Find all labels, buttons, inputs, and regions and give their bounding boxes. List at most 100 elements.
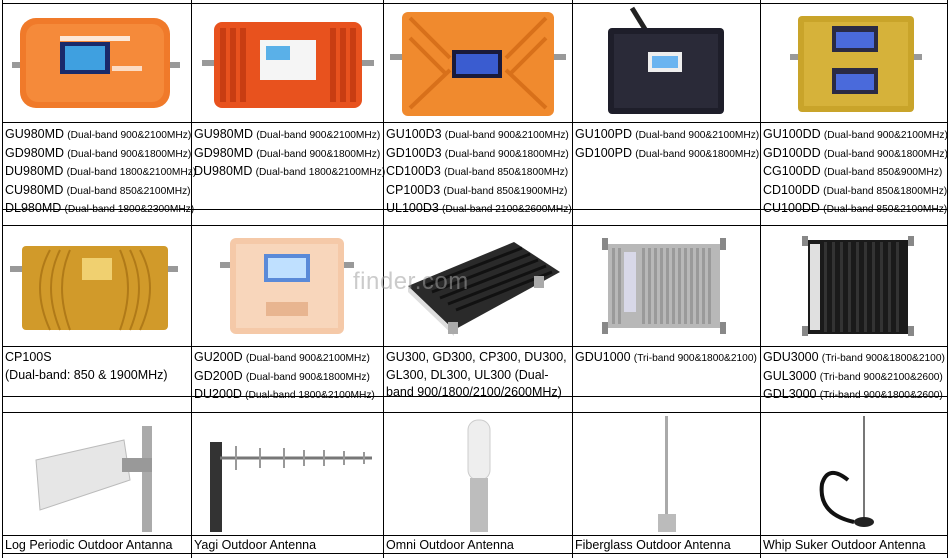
table-border <box>2 0 3 558</box>
table-border <box>2 396 948 397</box>
model-code: GD100DD <box>763 145 821 160</box>
gold-small-repeater-icon <box>10 246 178 331</box>
model-code: CG100DD <box>763 164 821 179</box>
band-description: (Dual-band 2100&2600MHz) <box>442 204 572 216</box>
model-line: CD100D3 (Dual-band 850&1800MHz) <box>386 163 572 182</box>
yagi-antenna-icon <box>210 442 372 532</box>
fiberglass-antenna-icon <box>658 416 676 532</box>
model-line: GD100PD (Dual-band 900&1800MHz) <box>575 145 759 164</box>
model-code: GU100DD <box>763 127 821 141</box>
orange-repeater-icon <box>12 18 180 108</box>
omni-cell: Omni Outdoor Antenna <box>386 537 514 555</box>
model-line: DL980MD (Dual-band 1800&2300MHz) <box>5 200 196 219</box>
band-description: (Dual-band 1800&2300MHz) <box>64 204 195 216</box>
band-description: (Tri-band 900&1800&2100) <box>821 353 945 364</box>
band-description: (Tri-band 900&1800&2100) <box>633 353 757 364</box>
model-code: GU980MD <box>5 127 65 141</box>
model-code: GD980MD <box>5 145 65 160</box>
band-description: (Dual-band 900&2100MHz) <box>635 130 760 141</box>
black-tall-repeater-icon <box>802 236 914 336</box>
gdu3000-cell: GDU3000 (Tri-band 900&1800&2100) GUL3000 … <box>763 349 945 405</box>
model-code: Yagi Outdoor Antenna <box>194 538 317 552</box>
model-line: CP100S <box>5 349 168 367</box>
model-code: GU300, GD300, CP300, DU300, <box>386 350 567 364</box>
model-line: GU100PD (Dual-band 900&2100MHz) <box>575 126 759 145</box>
model-code: UL100D3 <box>386 201 439 216</box>
model-code: GU200D <box>194 350 243 364</box>
table-border <box>191 0 192 558</box>
band-description: (Dual-band 1800&2100MHz) <box>255 167 386 179</box>
model-code: GUL3000 <box>763 368 817 383</box>
model-line: GD200D (Dual-band 900&1800MHz) <box>194 368 375 387</box>
band-description: (Dual-band 1800&2100MHz) <box>66 167 197 179</box>
table-border <box>2 346 948 347</box>
model-code: GDU3000 <box>763 350 819 364</box>
model-line: UL100D3 (Dual-band 2100&2600MHz) <box>386 200 572 219</box>
table-border <box>2 209 948 210</box>
band-description: (Dual-band 850&1800MHz) <box>444 167 569 179</box>
band-description: (Dual-band 900&1800MHz) <box>256 148 381 160</box>
model-code: CU980MD <box>5 182 64 197</box>
model-line: GUL3000 (Tri-band 900&2100&2600) <box>763 368 945 387</box>
model-code: (Dual-band: 850 & 1900MHz) <box>5 367 168 382</box>
band-description: (Dual-band 900&2100MHz) <box>823 130 948 141</box>
gu200d-cell: GU200D (Dual-band 900&2100MHz)GD200D (Du… <box>194 349 375 405</box>
model-code: GDL3000 <box>763 387 817 402</box>
model-code: GDU1000 <box>575 350 631 364</box>
table-border <box>947 0 948 558</box>
model-line: CP100D3 (Dual-band 850&1900MHz) <box>386 182 572 201</box>
band-description: (Dual-band 900&1800MHz) <box>635 148 760 160</box>
fiberglass-cell: Fiberglass Outdoor Antenna <box>575 537 731 555</box>
table-border <box>2 122 948 123</box>
band-description: (Dual-band 850&1900MHz) <box>443 185 568 197</box>
model-code: Log Periodic Outdoor Antanna <box>5 538 173 552</box>
band-description: (Dual-band 900&2100MHz) <box>444 130 569 141</box>
band-description: (Dual-band 900&1800MHz) <box>823 148 948 160</box>
black-finned-repeater-icon <box>408 242 560 336</box>
band-description: (Dual-band 850&2100MHz) <box>66 185 191 197</box>
model-line: GU980MD (Dual-band 900&2100MHz) <box>194 126 385 145</box>
model-line: GDL3000 (Tri-band 900&1800&2600) <box>763 386 945 405</box>
band-description: (Dual-band 1800&2100MHz) <box>245 390 375 402</box>
gu100pd-cell: GU100PD (Dual-band 900&2100MHz)GD100PD (… <box>575 126 759 163</box>
band-description: (Dual-band 900&2100MHz) <box>245 353 370 364</box>
model-line: Whip Suker Outdoor Antenna <box>763 537 926 555</box>
model-code: GD100PD <box>575 145 632 160</box>
table-border <box>2 553 948 554</box>
band-description: (Dual-band 900&1800MHz) <box>245 371 370 383</box>
whip-antenna-icon <box>819 416 874 527</box>
band-description: (Tri-band 900&2100&2600) <box>819 371 943 383</box>
model-code: Whip Suker Outdoor Antenna <box>763 538 926 552</box>
model-line: (Dual-band: 850 & 1900MHz) <box>5 367 168 385</box>
table-border <box>2 412 948 413</box>
gu100d3-cell: GU100D3 (Dual-band 900&2100MHz)GD100D3 (… <box>386 126 572 219</box>
model-code: DU980MD <box>5 164 64 179</box>
model-line: band 900/1800/2100/2600MHz) <box>386 384 567 402</box>
band-description: (Dual-band 900&1800MHz) <box>444 148 569 160</box>
model-line: GD100D3 (Dual-band 900&1800MHz) <box>386 145 572 164</box>
whip-cell: Whip Suker Outdoor Antenna <box>763 537 926 555</box>
model-line: GU200D (Dual-band 900&2100MHz) <box>194 349 375 368</box>
gdu1000-cell: GDU1000 (Tri-band 900&1800&2100) <box>575 349 757 368</box>
model-line: DU980MD (Dual-band 1800&2100MHz) <box>5 163 196 182</box>
model-line: DU200D (Dual-band 1800&2100MHz) <box>194 386 375 405</box>
model-line: GU980MD (Dual-band 900&2100MHz) <box>5 126 196 145</box>
model-line: Yagi Outdoor Antenna <box>194 537 316 555</box>
gu980md-red-cell: GU980MD (Dual-band 900&2100MHz)GD980MD (… <box>194 126 385 182</box>
model-code: Omni Outdoor Antenna <box>386 538 514 552</box>
model-line: CU100DD (Dual-band 850&2100MHz) <box>763 200 948 219</box>
band-description: (Dual-band 850&900MHz) <box>823 167 943 179</box>
model-line: Fiberglass Outdoor Antenna <box>575 537 731 555</box>
model-code: GL300, DL300, UL300 (Dual- <box>386 367 549 382</box>
model-code: GU100D3 <box>386 127 442 141</box>
model-code: CU100DD <box>763 201 820 216</box>
log-periodic-cell: Log Periodic Outdoor Antanna <box>5 537 172 555</box>
gu980md-cell: GU980MD (Dual-band 900&2100MHz)GD980MD (… <box>5 126 196 219</box>
silver-repeater-icon <box>602 238 726 334</box>
model-line: Omni Outdoor Antenna <box>386 537 514 555</box>
omni-antenna-icon <box>467 419 491 532</box>
model-line: GU100D3 (Dual-band 900&2100MHz) <box>386 126 572 145</box>
peach-repeater-icon <box>220 238 354 334</box>
black-repeater-icon <box>608 6 724 114</box>
band-description: (Dual-band 850&2100MHz) <box>823 204 948 216</box>
